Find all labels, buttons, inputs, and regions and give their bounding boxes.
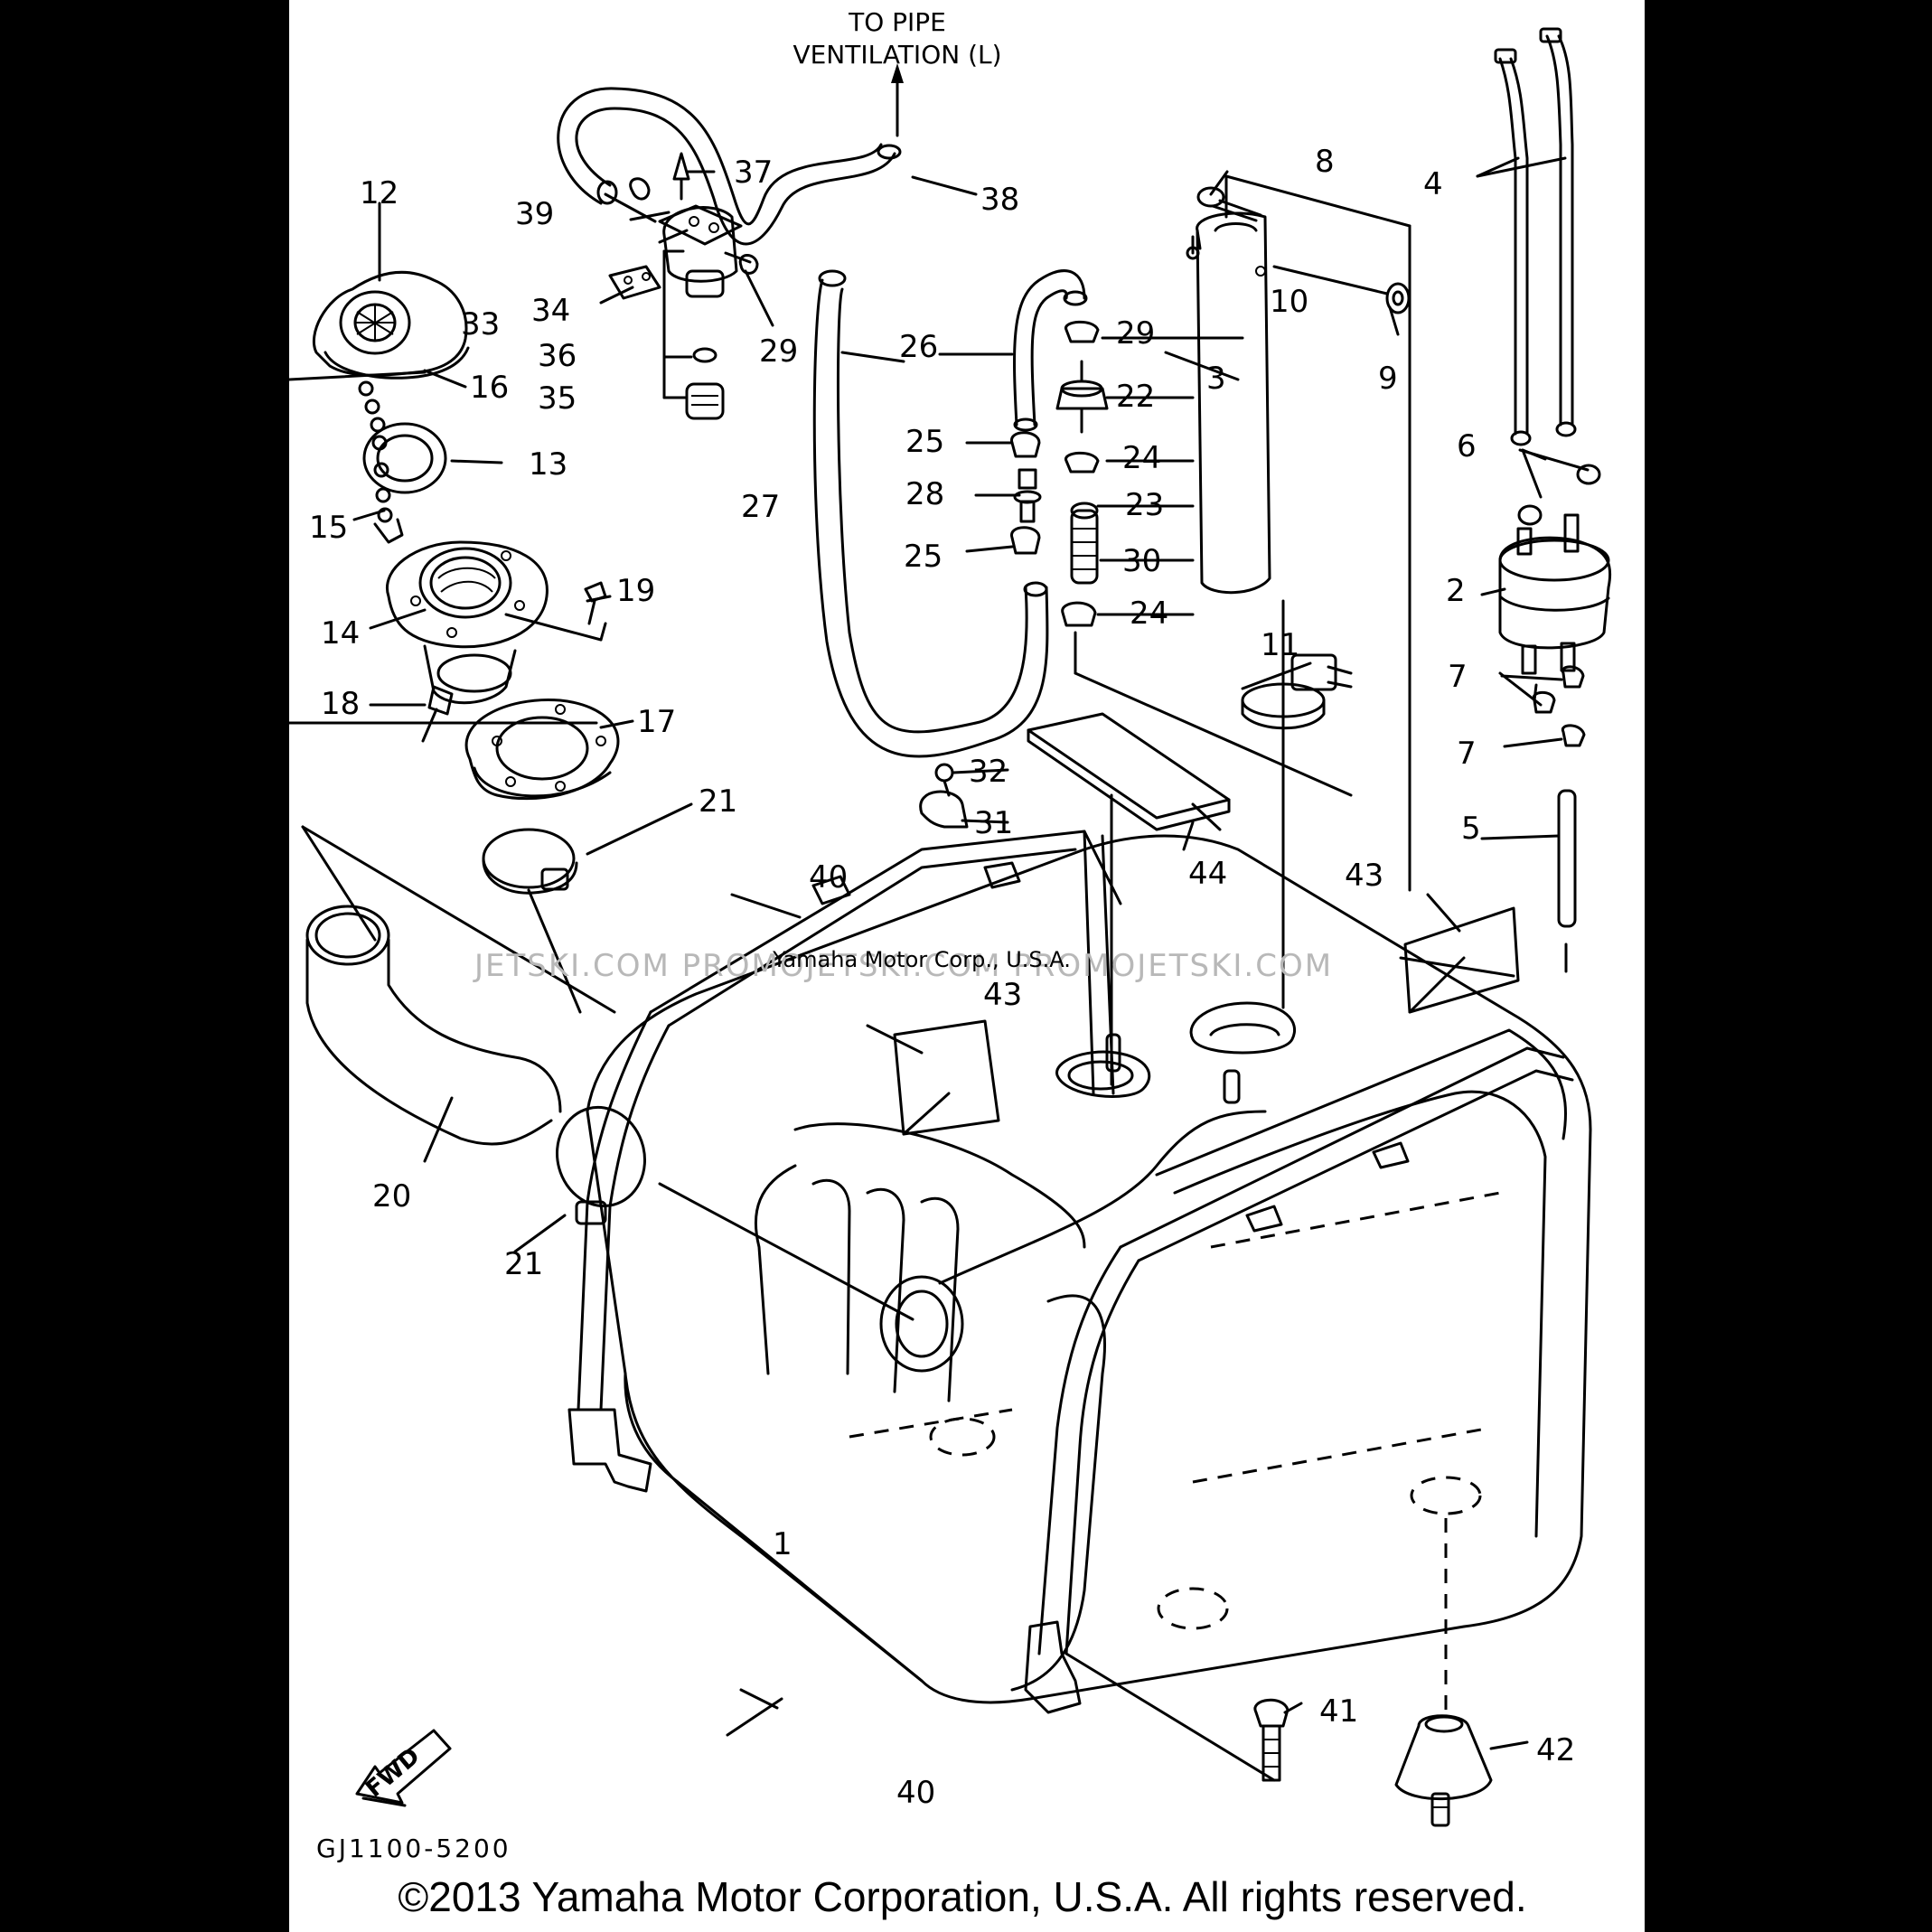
callout-2: 2: [1446, 573, 1466, 609]
fuel-tank-parts-diagram: TO PIPE VENTILATION (L): [289, 7, 1612, 1920]
callout-1: 1: [773, 1526, 792, 1562]
callout-28: 28: [905, 476, 944, 512]
callout-29b: 29: [1116, 315, 1155, 352]
callout-15: 15: [309, 510, 348, 546]
vent-arrow-icon: [891, 63, 904, 137]
header-ventilation: VENTILATION (L): [792, 40, 1001, 70]
callout-40a: 40: [809, 859, 848, 896]
strap-40-left: [567, 830, 1122, 1493]
header-to-pipe: TO PIPE: [848, 7, 946, 37]
callout-31: 31: [974, 805, 1013, 841]
callout-43b: 43: [983, 977, 1022, 1013]
leader-lines: [289, 156, 1590, 1750]
callout-16: 16: [470, 370, 509, 406]
neck-gasket-17: [464, 698, 620, 801]
callout-25a: 25: [905, 424, 944, 460]
callout-26: 26: [899, 329, 938, 365]
callout-44: 44: [1188, 856, 1227, 892]
callout-42: 42: [1536, 1732, 1575, 1768]
cap-gasket-13: [362, 422, 447, 494]
callout-20: 20: [372, 1178, 411, 1215]
callout-8: 8: [1315, 144, 1335, 180]
damper-42: [1394, 1714, 1493, 1827]
callout-33: 33: [461, 306, 500, 342]
callout-36: 36: [538, 338, 577, 374]
callout-5: 5: [1461, 811, 1481, 847]
small-fittings-25-28: [1010, 431, 1042, 555]
watermark: JETSKI.COM PROMOJETSKI.COM PROMOJETSKI.C…: [473, 948, 1333, 984]
callout-18: 18: [321, 686, 360, 722]
filter-2-clamps-6-7: [1498, 464, 1612, 973]
vent-hose-27: [812, 269, 1088, 758]
fwd-arrow-icon: [355, 1729, 452, 1807]
cap-lanyard-15: [358, 380, 404, 544]
callout-34: 34: [531, 293, 570, 329]
watermark-faint: Yamaha Motor Corp., U.S.A.: [772, 947, 1071, 972]
diagram-code: GJ1100-5200: [316, 1834, 511, 1863]
rivet-18: [421, 685, 454, 743]
callout-37: 37: [734, 155, 773, 191]
callout-numbers: 1 2 3 4 5 6 7 7 8 9 10 11 12 13 14 15 16…: [309, 144, 1575, 1811]
callout-7b: 7: [1457, 736, 1477, 772]
filler-hose-20: [301, 825, 616, 1146]
hose-clamp-21-upper: [482, 828, 578, 895]
callout-4: 4: [1423, 166, 1443, 202]
strap-40-right: [1024, 1046, 1574, 1782]
callout-22: 22: [1116, 379, 1155, 415]
washer-9: [1272, 265, 1411, 314]
diagram-sheet: TO PIPE VENTILATION (L): [289, 0, 1645, 1932]
callout-21a: 21: [699, 783, 737, 820]
callout-24a: 24: [1122, 440, 1161, 476]
callout-24b: 24: [1130, 596, 1168, 632]
bolt-8: [1196, 186, 1262, 222]
callout-40b: 40: [896, 1775, 935, 1811]
band-11: [1241, 599, 1353, 1009]
pipes-4: [1494, 27, 1577, 446]
callout-21b: 21: [504, 1246, 543, 1282]
pad-44: [1027, 712, 1231, 1086]
callout-12: 12: [360, 175, 399, 211]
callout-43a: 43: [1345, 858, 1383, 894]
pad-43-left: [893, 1019, 1000, 1136]
bolt-41: [1253, 1698, 1290, 1782]
fuel-tank-1: [586, 834, 1592, 1717]
callout-17: 17: [637, 704, 676, 740]
inline-filter-22-30: [1055, 320, 1353, 797]
callout-38: 38: [980, 182, 1019, 218]
vent-hose-38: [557, 87, 902, 246]
callout-7a: 7: [1448, 659, 1468, 695]
filler-neck-14: [386, 540, 607, 705]
callout-41: 41: [1319, 1693, 1358, 1730]
vent-valve-assembly: [608, 152, 759, 420]
callout-19: 19: [616, 573, 655, 609]
pad-43-right: [1399, 906, 1520, 1014]
copyright-notice: ©2013 Yamaha Motor Corporation, U.S.A. A…: [398, 1873, 1526, 1920]
callout-27: 27: [741, 489, 780, 525]
screw-19: [584, 581, 607, 625]
fuel-cap-12: [312, 270, 470, 380]
bracket-33: [662, 249, 689, 399]
callout-6: 6: [1457, 428, 1477, 464]
callout-29a: 29: [759, 333, 798, 370]
callout-13: 13: [529, 446, 567, 483]
callout-32: 32: [969, 754, 1008, 790]
clip-31-32: [919, 763, 969, 829]
callout-9: 9: [1378, 361, 1398, 397]
callout-3: 3: [1206, 361, 1226, 397]
callout-23: 23: [1125, 487, 1164, 523]
callout-14: 14: [321, 615, 360, 652]
callout-39: 39: [515, 196, 554, 232]
callout-30: 30: [1122, 543, 1161, 579]
callout-35: 35: [538, 380, 577, 417]
fuel-pipe-3: [1196, 174, 1411, 892]
callout-10: 10: [1270, 284, 1308, 320]
leader-21-upper: [527, 888, 582, 1014]
callout-25b: 25: [904, 539, 943, 575]
callout-11: 11: [1261, 627, 1299, 663]
